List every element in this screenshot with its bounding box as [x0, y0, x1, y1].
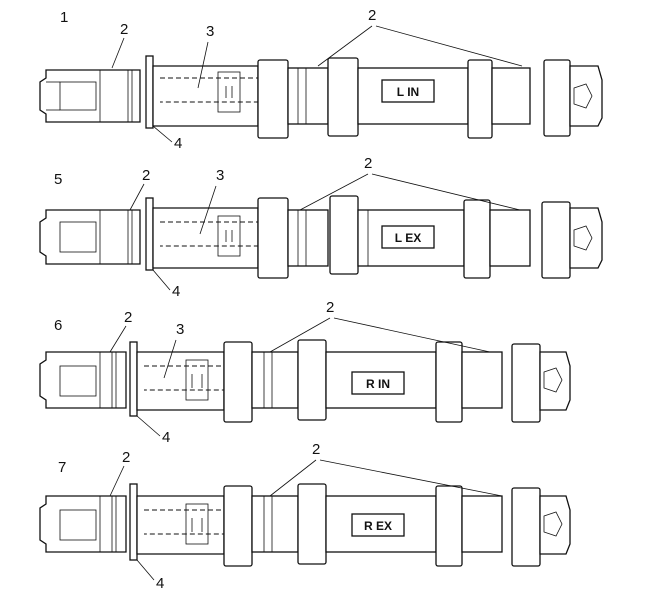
- callout-bore: 3: [176, 321, 184, 338]
- callout-shaft-right: 2: [312, 441, 320, 458]
- panel-number-1: 1: [60, 9, 68, 26]
- plate-text: L IN: [397, 85, 419, 99]
- callout-flange: 4: [156, 575, 164, 592]
- camshaft-panel-7: 7 R EX 2 2 4: [39, 441, 571, 592]
- callout-shaft-right: 2: [364, 155, 372, 172]
- callout-shaft-right: 2: [326, 299, 334, 316]
- callout-shaft: 2: [142, 167, 150, 184]
- callout-flange: 4: [172, 283, 180, 300]
- callout-bore: 3: [216, 167, 224, 184]
- callout-shaft-right: 2: [368, 7, 376, 24]
- plate-text: R IN: [366, 377, 390, 391]
- camshaft-panel-6: 6 R IN 2 3 2 4: [39, 299, 571, 446]
- panel-number-6: 6: [54, 317, 62, 334]
- callout-shaft: 2: [124, 309, 132, 326]
- callout-shaft: 2: [122, 449, 130, 466]
- camshaft-panel-1: 1 L IN 2 3 2 4: [39, 7, 603, 152]
- flange: [145, 55, 154, 129]
- plate-text: R EX: [364, 519, 392, 533]
- callout-flange: 4: [162, 429, 170, 446]
- camshaft-panel-5: 5 L EX 2 3 2 4: [39, 155, 603, 300]
- panel-number-5: 5: [54, 171, 62, 188]
- callout-shaft: 2: [120, 21, 128, 38]
- callout-flange: 4: [174, 135, 182, 152]
- id-plate: [381, 79, 435, 103]
- panel-number-7: 7: [58, 459, 66, 476]
- plate-text: L EX: [395, 231, 421, 245]
- callout-bore: 3: [206, 23, 214, 40]
